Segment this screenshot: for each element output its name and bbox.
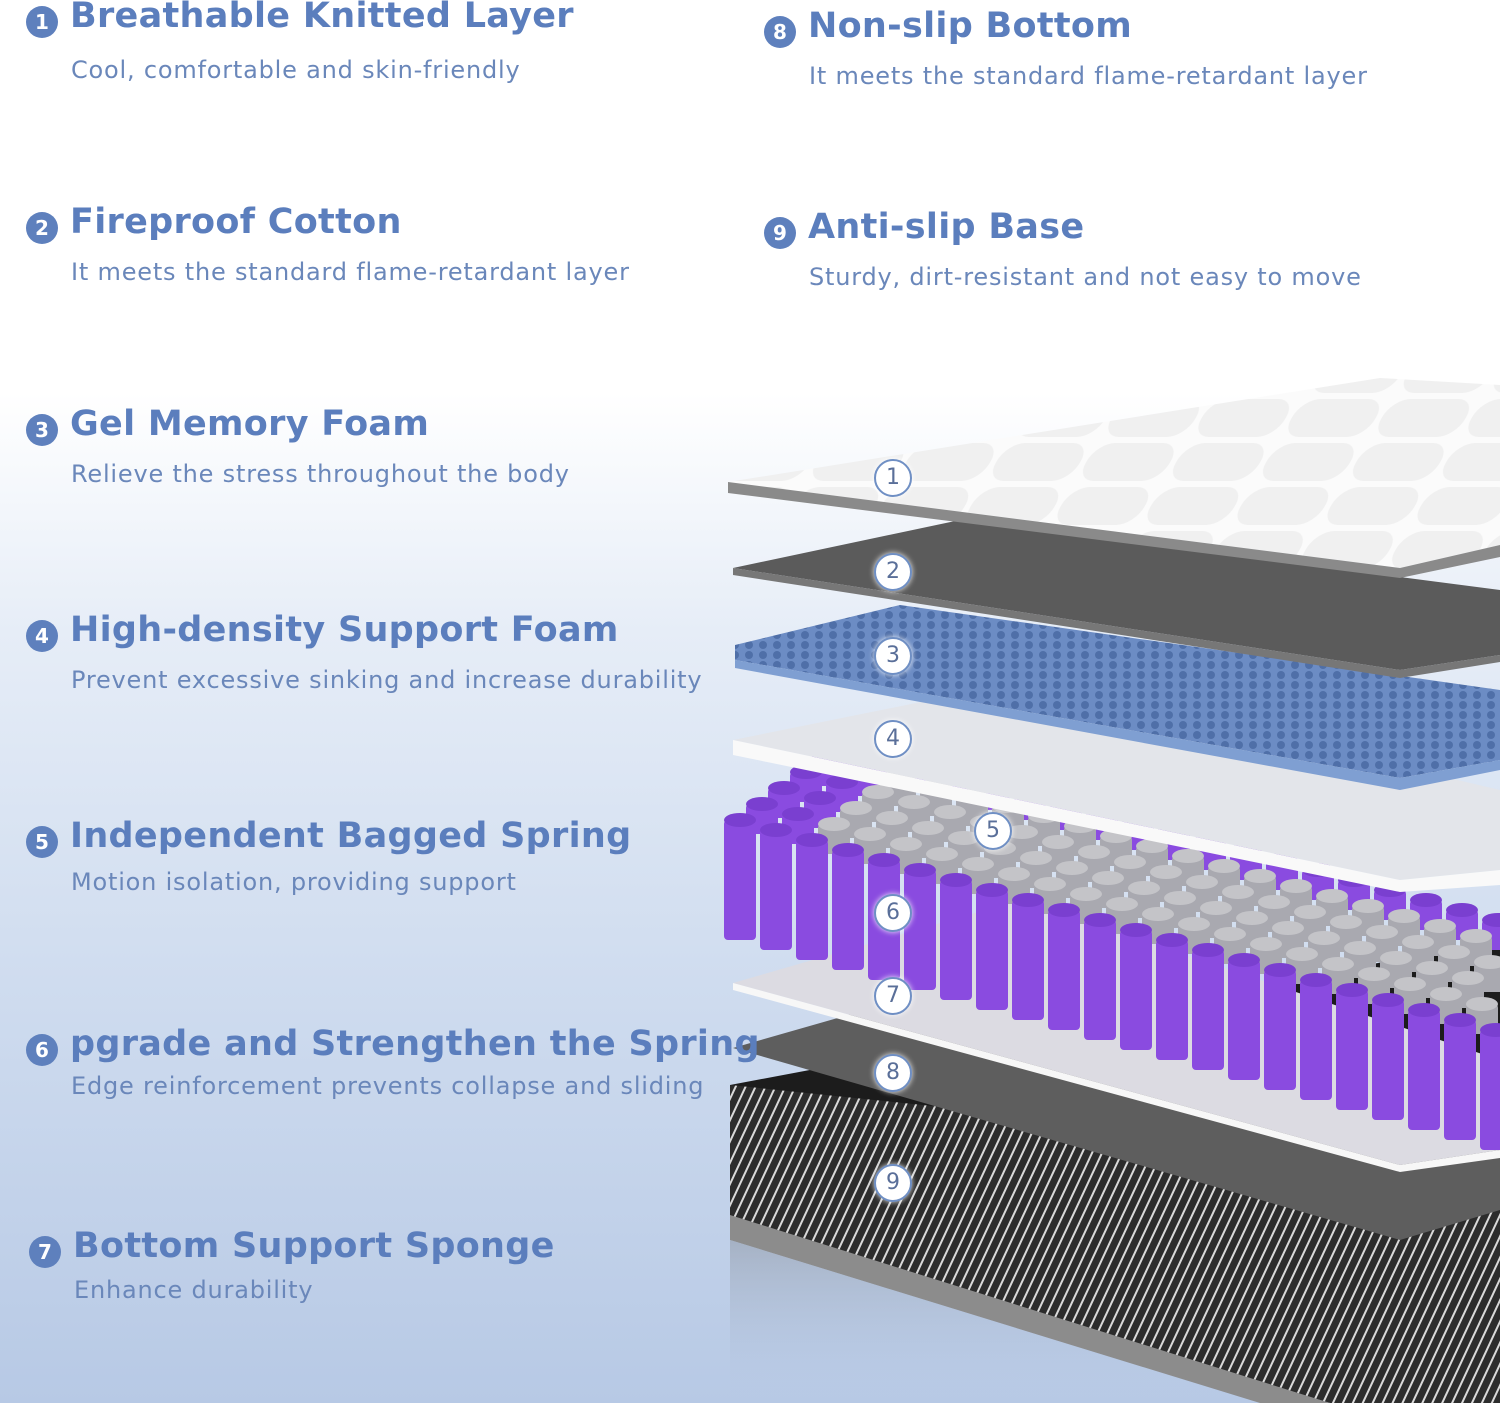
feature-subtitle: It meets the standard flame-retardant la… — [71, 258, 630, 286]
spring-coil — [796, 833, 828, 960]
layer-1-knitted-layer — [728, 378, 1500, 578]
number-badge-2: 2 — [26, 212, 58, 244]
feature-title: Breathable Knitted Layer — [70, 0, 574, 36]
number-badge-9: 9 — [764, 217, 796, 249]
number-badge-6: 6 — [26, 1034, 58, 1066]
feature-subtitle: Sturdy, dirt-resistant and not easy to m… — [809, 263, 1362, 291]
spring-coil — [1084, 913, 1116, 1040]
spring-coil — [1264, 963, 1296, 1090]
diagram-badge-6: 6 — [874, 894, 912, 932]
spring-coil — [1192, 943, 1224, 1070]
number-badge-4: 4 — [26, 620, 58, 652]
diagram-badge-1: 1 — [874, 459, 912, 497]
layer-2-fireproof-cotton — [733, 520, 1500, 678]
number-badge-3: 3 — [26, 414, 58, 446]
diagram-badge-2: 2 — [874, 553, 912, 591]
spring-coil — [724, 813, 756, 940]
feature-subtitle: Relieve the stress throughout the body — [71, 460, 570, 488]
feature-subtitle: Motion isolation, providing support — [71, 868, 517, 896]
spring-coil — [976, 883, 1008, 1010]
spring-coil — [1336, 983, 1368, 1110]
diagram-badge-5: 5 — [974, 812, 1012, 850]
number-badge-7: 7 — [29, 1236, 61, 1268]
feature-subtitle: Prevent excessive sinking and increase d… — [71, 666, 703, 694]
layer-4-support-foam — [733, 680, 1500, 892]
diagram-badge-8: 8 — [874, 1054, 912, 1092]
diagram-badge-7: 7 — [874, 977, 912, 1015]
feature-title: pgrade and Strengthen the Spring — [70, 1024, 760, 1064]
spring-coil — [1156, 933, 1188, 1060]
spring-coil — [1012, 893, 1044, 1020]
spring-coil — [1480, 1023, 1500, 1150]
feature-title: High-density Support Foam — [70, 610, 619, 650]
spring-coil — [1048, 903, 1080, 1030]
spring-coil — [1120, 923, 1152, 1050]
feature-subtitle: Enhance durability — [74, 1276, 314, 1304]
feature-subtitle: Edge reinforcement prevents collapse and… — [71, 1072, 705, 1100]
diagram-badge-4: 4 — [874, 720, 912, 758]
spring-coil — [1408, 1003, 1440, 1130]
feature-title: Independent Bagged Spring — [70, 816, 632, 856]
spring-coil — [1228, 953, 1260, 1080]
spring-coil — [1300, 973, 1332, 1100]
diagram-badge-3: 3 — [874, 637, 912, 675]
feature-title: Non-slip Bottom — [808, 6, 1133, 46]
spring-coil — [832, 843, 864, 970]
layer-3-gel-memory-foam — [735, 605, 1500, 790]
number-badge-8: 8 — [764, 16, 796, 48]
spring-coil — [940, 873, 972, 1000]
feature-subtitle: It meets the standard flame-retardant la… — [809, 62, 1368, 90]
diagram-badge-9: 9 — [874, 1164, 912, 1202]
feature-title: Bottom Support Sponge — [73, 1226, 555, 1266]
spring-coil — [760, 823, 792, 950]
spring-coil — [1444, 1013, 1476, 1140]
spring-coil — [1372, 993, 1404, 1120]
feature-title: Fireproof Cotton — [70, 202, 402, 242]
number-badge-1: 1 — [26, 6, 58, 38]
feature-title: Gel Memory Foam — [70, 404, 430, 444]
number-badge-5: 5 — [26, 826, 58, 858]
feature-subtitle: Cool, comfortable and skin-friendly — [71, 56, 521, 84]
feature-title: Anti-slip Base — [808, 207, 1085, 247]
spring-coil — [904, 863, 936, 990]
